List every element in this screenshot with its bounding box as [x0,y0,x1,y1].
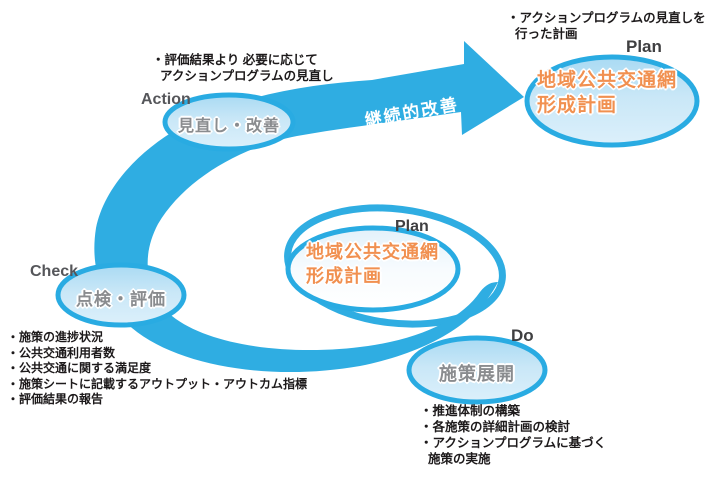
do-ellipse-text: 施策展開 [439,364,515,384]
do-label: Do [511,326,534,345]
plan-center-ellipse [285,225,461,313]
check-notes: ・施策の進捗状況 ・公共交通利用者数 ・公共交通に関する満足度 ・施策シートに記… [7,330,307,408]
note-line: ・評価結果の報告 [7,392,104,406]
note-line: ・各施策の詳細計画の検討 [420,420,571,434]
note-line: 施策の実施 [428,452,491,466]
check-label: Check [30,263,79,280]
note-line: ・公共交通に関する満足度 [7,361,152,375]
do-ellipse [406,335,548,405]
note-line: ・推進体制の構築 [420,404,521,418]
check-ellipse [55,262,187,328]
note-line: ・公共交通利用者数 [7,345,116,360]
plan-top-ellipse-text: 地域公共交通網 形成計画 [537,70,678,116]
note-line: ・施策の進捗状況 [7,330,104,344]
note-line: ・アクションプログラムの見直しを [507,11,706,25]
plan-top-note: ・アクションプログラムの見直しを 行った計画 [507,10,706,42]
note-line: ・評価結果より 必要に応じて [152,53,318,67]
plan-center-label: Plan [395,218,429,235]
action-ellipse [162,92,296,152]
check-ellipse-text: 点検・評価 [76,290,166,309]
note-line: ・アクションプログラムに基づく [420,436,607,450]
note-line: ・施策シートに記載するアウトプット・アウトカム指標 [7,376,308,391]
note-line: アクションプログラムの見直し [160,69,334,83]
action-note: ・評価結果より 必要に応じて アクションプログラムの見直し [152,52,334,84]
action-label: Action [141,91,191,108]
do-notes: ・推進体制の構築 ・各施策の詳細計画の検討 ・アクションプログラムに基づく 施策… [420,403,606,467]
note-line: 行った計画 [515,27,578,41]
action-ellipse-text: 見直し・改善 [177,118,280,135]
plan-center-ellipse-text: 地域公共交通網 形成計画 [306,242,439,286]
spiral-inner-ring-icon [284,204,506,328]
plan-top-label: Plan [626,37,662,56]
plan-top-ellipse [524,54,700,148]
